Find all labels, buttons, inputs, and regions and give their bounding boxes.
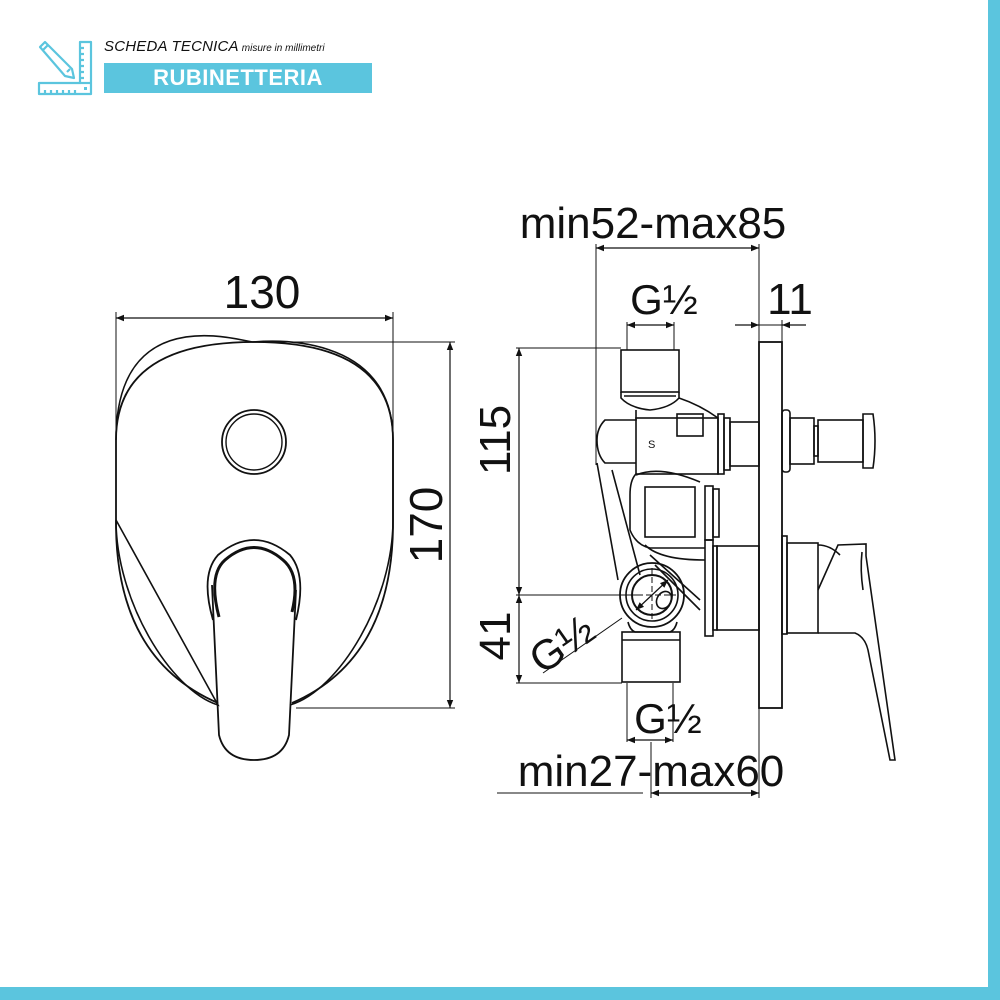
front-view	[115, 312, 455, 761]
inlet-top-label: G½	[630, 276, 698, 323]
bottom-accent-bar	[0, 987, 1000, 1000]
depth-bottom-label: min27-max60	[518, 747, 785, 796]
category-banner: RUBINETTERIA	[104, 63, 372, 93]
ruler-pencil-icon	[37, 40, 93, 96]
height-dimension-label: 170	[400, 487, 452, 564]
subtitle-text: misure in millimetri	[241, 43, 325, 54]
plate-thickness-label: 11	[767, 275, 813, 324]
lever-handle	[211, 584, 297, 761]
inlet-bottom-label: G½	[634, 695, 702, 742]
cover-plate-outline	[115, 334, 394, 707]
height-lower-label: 41	[471, 612, 520, 661]
diverter-button	[221, 409, 287, 475]
title-text: SCHEDA TECNICA	[104, 38, 239, 55]
width-dimension-label: 130	[224, 266, 301, 318]
height-upper-label: 115	[471, 405, 520, 475]
wall-plate	[758, 341, 783, 709]
depth-top-label: min52-max85	[520, 199, 787, 248]
side-view: S	[497, 244, 896, 798]
right-accent-bar	[988, 0, 1000, 1000]
body-mark: S	[648, 439, 655, 451]
inlet-side-label: G½	[520, 605, 602, 682]
